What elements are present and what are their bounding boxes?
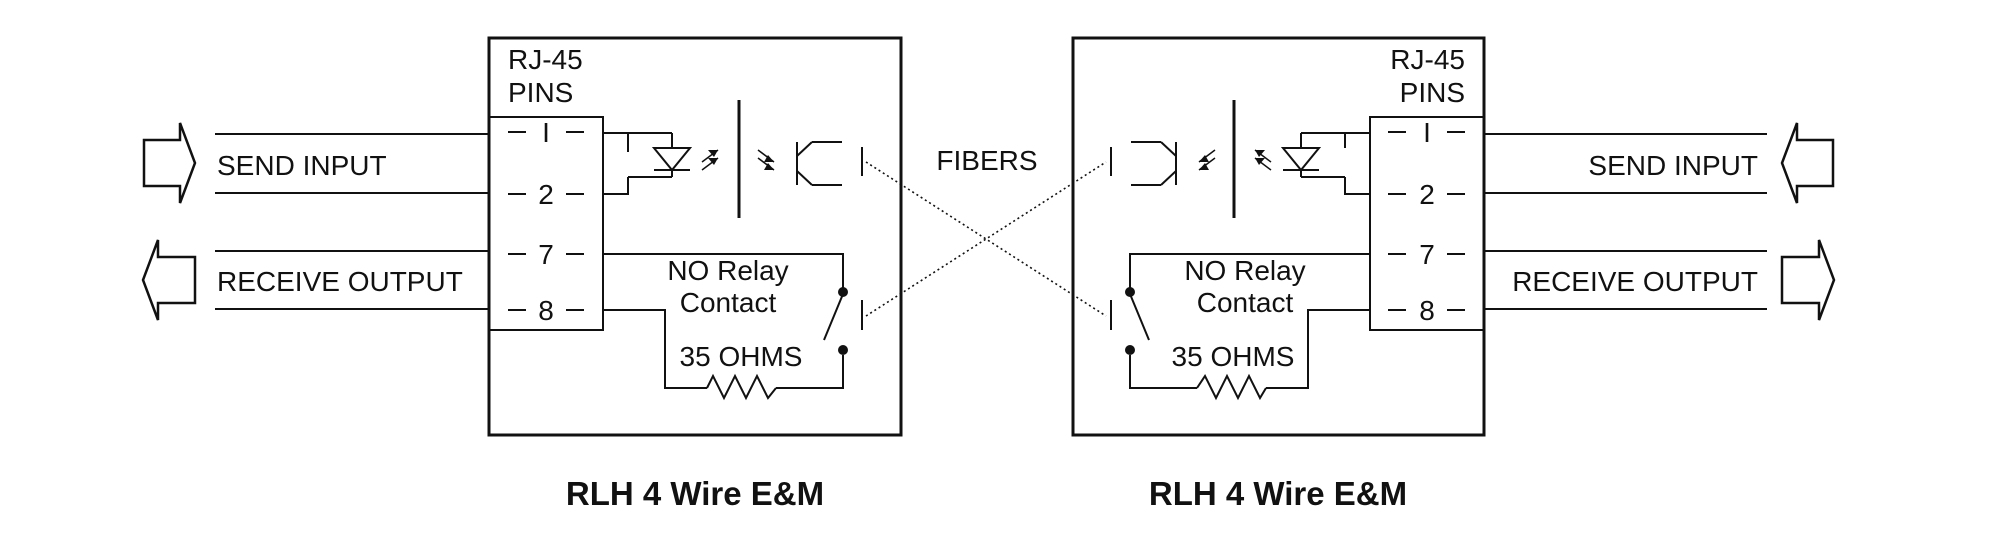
- left-connector-header-line2: PINS: [508, 77, 573, 108]
- right-unit-title: RLH 4 Wire E&M: [1149, 475, 1407, 512]
- left-pin-1: I: [508, 117, 584, 148]
- left-led-transmitter-icon: [603, 100, 863, 218]
- right-resistor-label: 35 OHMS: [1172, 341, 1295, 372]
- right-send-label: SEND INPUT: [1588, 150, 1758, 181]
- right-pin-7-label: 7: [1419, 239, 1435, 270]
- right-connector-header-line1: RJ-45: [1390, 44, 1465, 75]
- left-relay-label-line2: Contact: [680, 287, 777, 318]
- right-pin-2: 2: [1388, 179, 1465, 210]
- left-resistor-label: 35 OHMS: [680, 341, 803, 372]
- right-unit: RJ-45 PINS I 2 7 8 SEND INPUT RECEIVE OU…: [1071, 36, 1836, 512]
- right-receive-output-arrow-icon: [1780, 239, 1836, 321]
- left-send-input-arrow-icon: [142, 122, 197, 204]
- left-receive-label: RECEIVE OUTPUT: [217, 266, 463, 297]
- fibers-label: FIBERS: [936, 145, 1037, 176]
- left-send-label: SEND INPUT: [217, 150, 387, 181]
- right-resistor-icon: [1196, 373, 1267, 401]
- right-pin-block: [1369, 116, 1485, 331]
- left-resistor-icon: [706, 373, 777, 401]
- left-relay-label-line1: NO Relay: [667, 255, 788, 286]
- right-pin-1: I: [1388, 117, 1465, 148]
- left-unit-title: RLH 4 Wire E&M: [566, 475, 824, 512]
- right-relay-circuit: [1110, 253, 1370, 401]
- left-pin-1-label: I: [542, 117, 550, 148]
- right-led-transmitter-icon: [1110, 100, 1370, 218]
- left-pin-2: 2: [508, 179, 584, 210]
- left-pin-8: 8: [508, 295, 584, 326]
- left-pin-7-label: 7: [538, 239, 554, 270]
- right-pin-8: 8: [1388, 295, 1465, 326]
- right-pin-1-label: I: [1423, 117, 1431, 148]
- left-pin-2-label: 2: [538, 179, 554, 210]
- left-receive-output-arrow-icon: [141, 239, 197, 321]
- right-relay-label-line2: Contact: [1197, 287, 1294, 318]
- right-receive-label: RECEIVE OUTPUT: [1512, 266, 1758, 297]
- left-relay-circuit: [603, 253, 863, 401]
- right-connector-header-line2: PINS: [1400, 77, 1465, 108]
- right-pin-8-label: 8: [1419, 295, 1435, 326]
- left-unit: RJ-45 PINS I 2 7 8 SEND INPUT RECEIVE OU…: [141, 36, 903, 512]
- left-connector-header-line1: RJ-45: [508, 44, 583, 75]
- left-pin-8-label: 8: [538, 295, 554, 326]
- right-relay-label-line1: NO Relay: [1184, 255, 1305, 286]
- left-pin-7: 7: [508, 239, 584, 270]
- right-pin-7: 7: [1388, 239, 1465, 270]
- right-send-input-arrow-icon: [1780, 122, 1835, 204]
- right-pin-2-label: 2: [1419, 179, 1435, 210]
- left-pin-block: [488, 116, 604, 331]
